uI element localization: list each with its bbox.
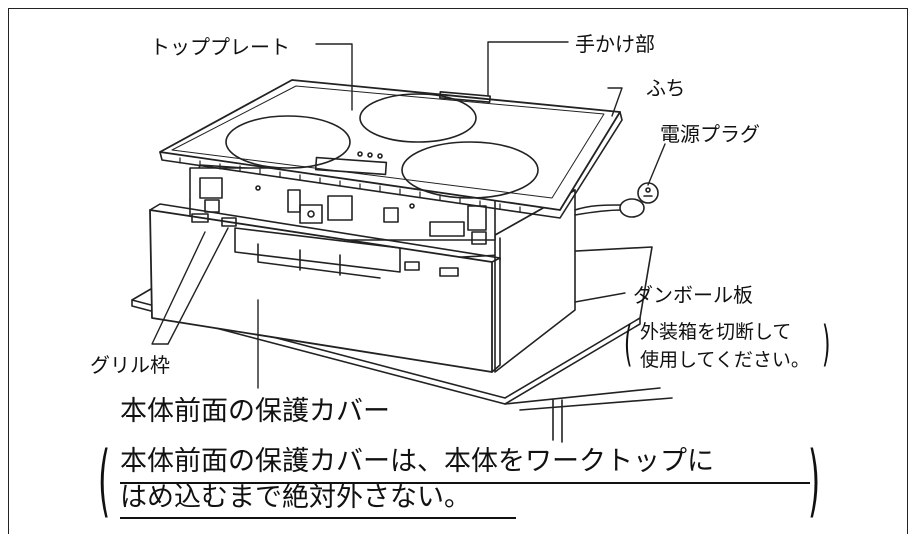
power-plug xyxy=(574,182,659,218)
front-protective-cover xyxy=(149,203,501,373)
warning-paren-close: ) xyxy=(808,436,821,526)
cardboard-note-line1: 外装箱を切断して xyxy=(640,321,792,343)
note-paren-close: ) xyxy=(822,316,831,372)
cardboard-note-line2: 使用してください。 xyxy=(640,349,810,371)
label-handle: 手かけ部 xyxy=(575,32,655,56)
note-paren-open: ( xyxy=(624,316,633,372)
caption-title: 本体前面の保護カバー xyxy=(120,396,390,427)
warning-line2: はめ込むまで絶対外さない。 xyxy=(120,482,471,513)
warning-line1-underline xyxy=(120,482,810,484)
warning-line1: 本体前面の保護カバーは、本体をワークトップに xyxy=(120,446,714,477)
top-plate xyxy=(159,79,623,219)
label-rim: ふち xyxy=(646,76,686,100)
label-grill-frame: グリル枠 xyxy=(90,353,170,377)
warning-paren-open: ( xyxy=(98,436,111,526)
leader-lines xyxy=(151,41,666,389)
warning-line2-underline xyxy=(120,517,516,519)
label-power-plug: 電源プラグ xyxy=(660,122,760,146)
worktop-edge xyxy=(504,387,673,443)
label-top-plate: トッププレート xyxy=(150,35,290,59)
label-cardboard: ダンボール板 xyxy=(633,283,753,307)
diagram-frame xyxy=(8,8,908,534)
